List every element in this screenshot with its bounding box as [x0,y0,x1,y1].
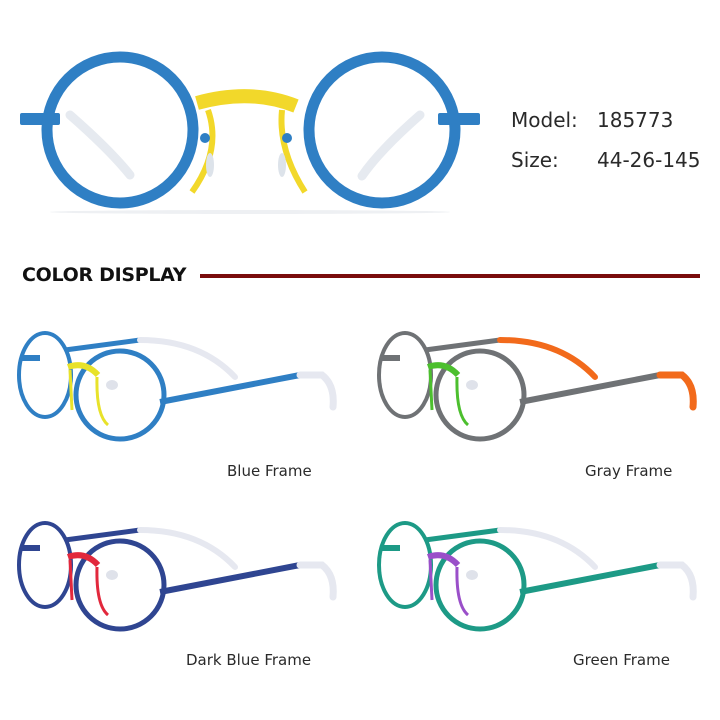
variant-green-frame[interactable]: Green Frame [360,505,720,685]
variant-blue-frame[interactable]: Blue Frame [0,315,360,495]
glasses-side-view-icon [377,521,697,632]
variant-label: Gray Frame [585,462,673,480]
glasses-side-view-icon [17,331,337,442]
section-title: COLOR DISPLAY [22,264,187,286]
section-divider [200,274,700,278]
hero-product-image [0,0,720,240]
variant-label: Green Frame [573,651,670,669]
model-value: 185773 [597,108,674,132]
variant-dark-blue-frame[interactable]: Dark Blue Frame [0,505,360,685]
size-row: Size: 44-26-145 [511,140,701,180]
product-specs: Model: 185773 Size: 44-26-145 [511,100,701,180]
model-label: Model: [511,108,578,132]
model-row: Model: 185773 [511,100,701,140]
color-display-header: COLOR DISPLAY [22,264,700,286]
glasses-side-view-icon [377,331,697,442]
glasses-side-view-icon [17,521,337,632]
variant-label: Blue Frame [227,462,312,480]
front-view-glasses-illustration [20,51,480,214]
size-value: 44-26-145 [597,148,701,172]
size-label: Size: [511,148,559,172]
variant-label: Dark Blue Frame [186,651,312,669]
variant-gray-frame[interactable]: Gray Frame [360,315,720,495]
